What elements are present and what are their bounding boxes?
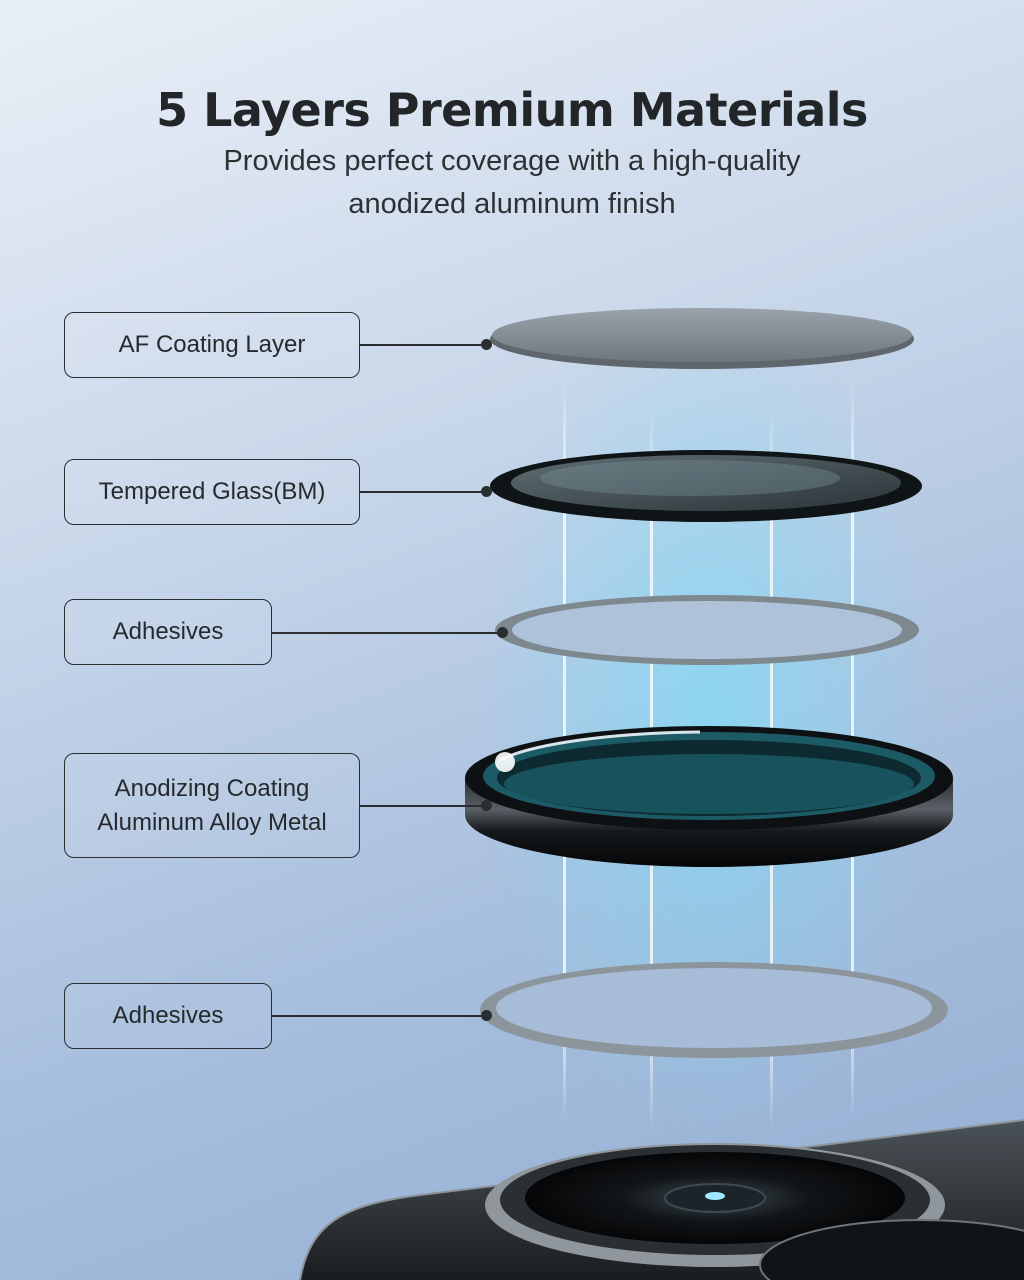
connector-dot [481, 339, 492, 350]
connector-dot [497, 627, 508, 638]
page-title: 5 Layers Premium Materials [156, 82, 868, 137]
page-subtitle: Provides perfect coverage with a high-qu… [0, 140, 1024, 226]
label-anodizing-coating: Anodizing Coating Aluminum Alloy Metal [64, 753, 360, 858]
label-text: Adhesives [112, 1002, 224, 1029]
subtitle-line-1: Provides perfect coverage with a high-qu… [223, 145, 801, 177]
phone-camera-module [299, 1119, 1024, 1280]
tempered-glass-disc [490, 450, 922, 522]
label-tempered-glass: Tempered Glass(BM) [64, 459, 360, 525]
label-text-line-2: Aluminum Alloy Metal [97, 808, 327, 836]
label-text: AF Coating Layer [118, 331, 306, 358]
connector-dot [481, 1010, 492, 1021]
connector-dot [481, 486, 492, 497]
label-text-line-1: Anodizing Coating [114, 774, 310, 802]
adhesive-ring-top [495, 595, 919, 665]
aluminum-ring [465, 726, 953, 867]
adhesive-ring-bottom [480, 962, 948, 1058]
connector-line [360, 491, 486, 493]
label-text: Tempered Glass(BM) [98, 478, 326, 505]
label-adhesives-top: Adhesives [64, 599, 272, 665]
connector-line [272, 632, 502, 634]
subtitle-line-2: anodized aluminum finish [348, 188, 676, 220]
label-af-coating-layer: AF Coating Layer [64, 312, 360, 378]
connector-line [360, 344, 486, 346]
label-adhesives-bottom: Adhesives [64, 983, 272, 1049]
af-coating-disc [490, 308, 914, 369]
connector-dot [481, 800, 492, 811]
connector-line [360, 805, 486, 807]
label-text: Adhesives [112, 618, 224, 645]
connector-line [272, 1015, 486, 1017]
